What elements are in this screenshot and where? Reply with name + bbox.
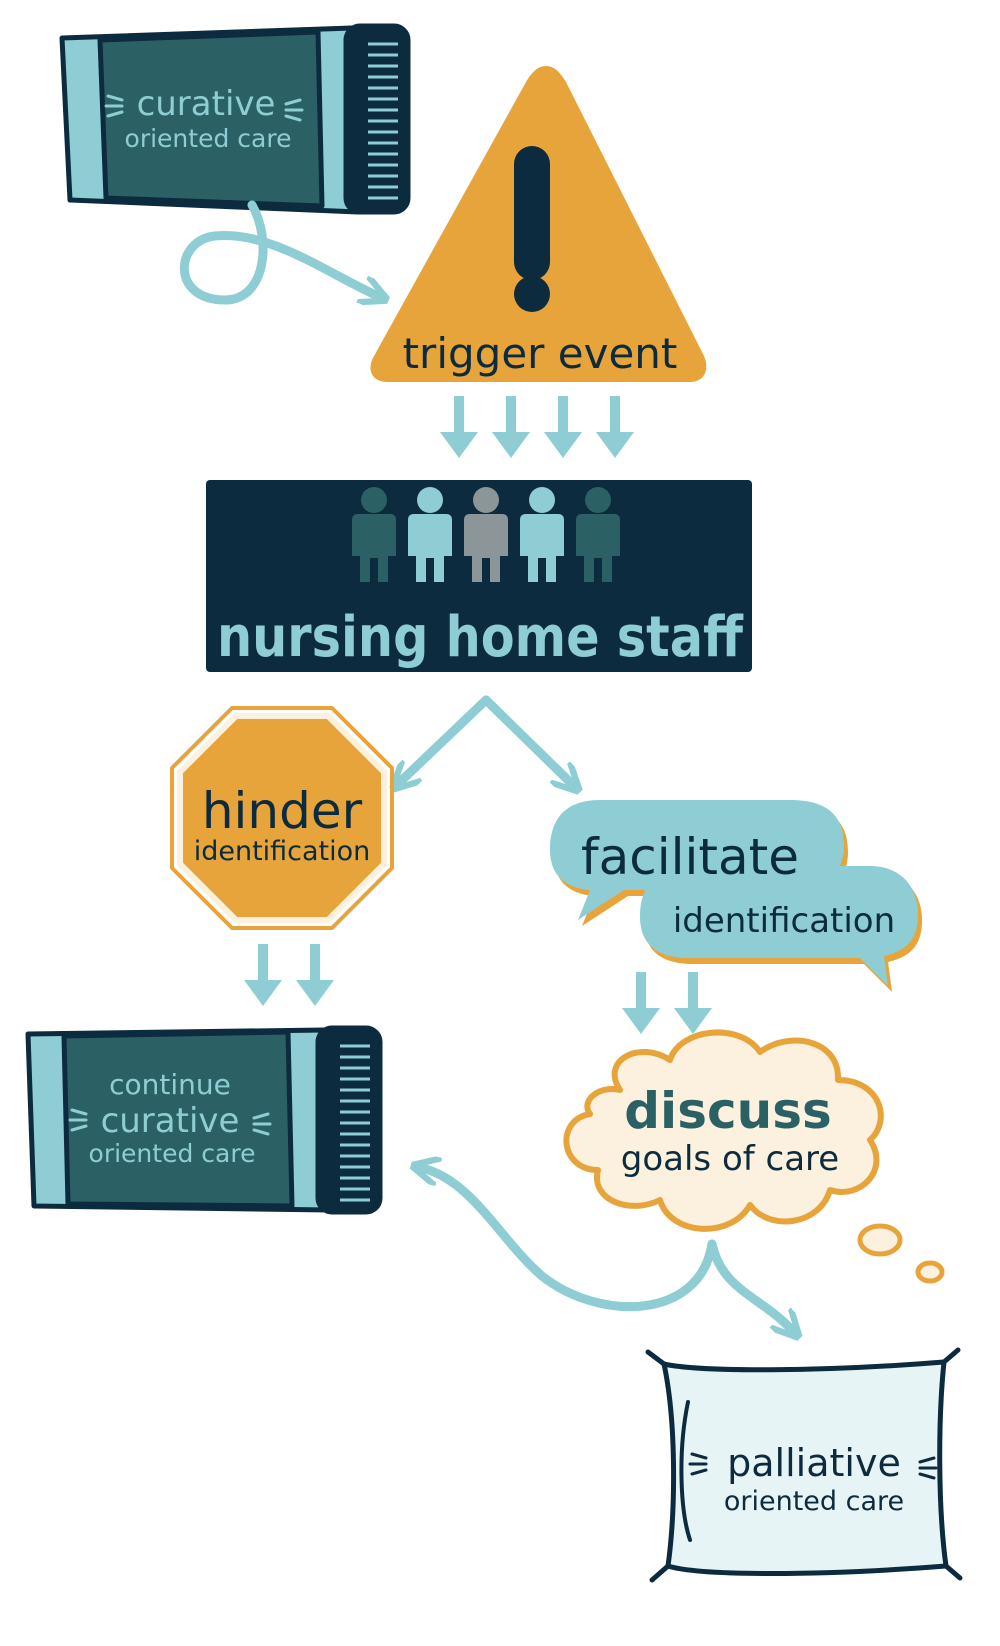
palliative-line2: oriented care (724, 1486, 904, 1517)
split-arrow-right (481, 695, 572, 784)
pillow-corner (645, 1347, 963, 1583)
person-icon (464, 487, 508, 582)
down-arrows-from-hinder (244, 944, 334, 1006)
down-arrow (544, 396, 582, 458)
nursing-home-staff: nursing home staff (206, 480, 752, 672)
discuss-line1: discuss (624, 1082, 831, 1140)
pill-bottle-icon (25, 1025, 383, 1215)
down-arrow (296, 944, 334, 1006)
person-icon (520, 487, 564, 582)
hinder-identification: hinder identification (170, 706, 394, 930)
pill-bottle-icon (59, 23, 411, 215)
facilitate-line2: identification (673, 901, 895, 941)
down-arrow (674, 972, 712, 1034)
exclamation-bar (514, 146, 550, 280)
back-to-curative-arrow (422, 1168, 717, 1312)
continue-pill-line3: oriented care (89, 1139, 256, 1168)
exclamation-dot (514, 276, 550, 312)
thought-cloud-icon (563, 1029, 884, 1232)
person-icon (352, 487, 396, 582)
stop-sign-border (170, 706, 394, 930)
staff-label: nursing home staff (217, 605, 744, 670)
down-arrow (244, 944, 282, 1006)
facilitate-line1: facilitate (581, 828, 799, 886)
top-pill-line1: curative (137, 84, 276, 124)
down-arrows-from-facilitate (622, 972, 712, 1034)
speech-bubble-icon (640, 866, 922, 992)
stop-sign-icon (177, 713, 387, 923)
discuss-goals-of-care: discuss goals of care (563, 1029, 945, 1284)
person-icon (576, 487, 620, 582)
person-icon (408, 487, 452, 582)
continue-pill-line1: continue (109, 1068, 231, 1101)
split-arrow-left (400, 695, 491, 782)
down-arrow (622, 972, 660, 1034)
to-palliative-arrow (707, 1239, 792, 1330)
trigger-event: trigger event (370, 66, 707, 382)
thought-bubble-tiny (915, 1260, 945, 1284)
hinder-line2: identification (194, 836, 371, 867)
loop-arrow (179, 200, 378, 300)
continue-pill-bottle: continue curative oriented care (25, 1025, 383, 1215)
top-pill-line2: oriented care (125, 124, 292, 153)
trigger-label: trigger event (403, 329, 678, 378)
down-arrow (440, 396, 478, 458)
thought-bubble-small (857, 1223, 903, 1257)
pillow-seam (679, 1400, 692, 1542)
hinder-line1: hinder (202, 782, 363, 840)
palliative-line1: palliative (727, 1441, 901, 1485)
palliative-care: palliative oriented care (645, 1347, 963, 1583)
discuss-line2: goals of care (621, 1139, 839, 1179)
down-arrow (596, 396, 634, 458)
facilitate-identification: facilitate identification (550, 800, 922, 992)
top-pill-bottle: curative oriented care (59, 23, 411, 215)
down-arrow (492, 396, 530, 458)
down-arrows-to-staff (440, 396, 634, 458)
continue-pill-line2: curative (101, 1101, 240, 1141)
